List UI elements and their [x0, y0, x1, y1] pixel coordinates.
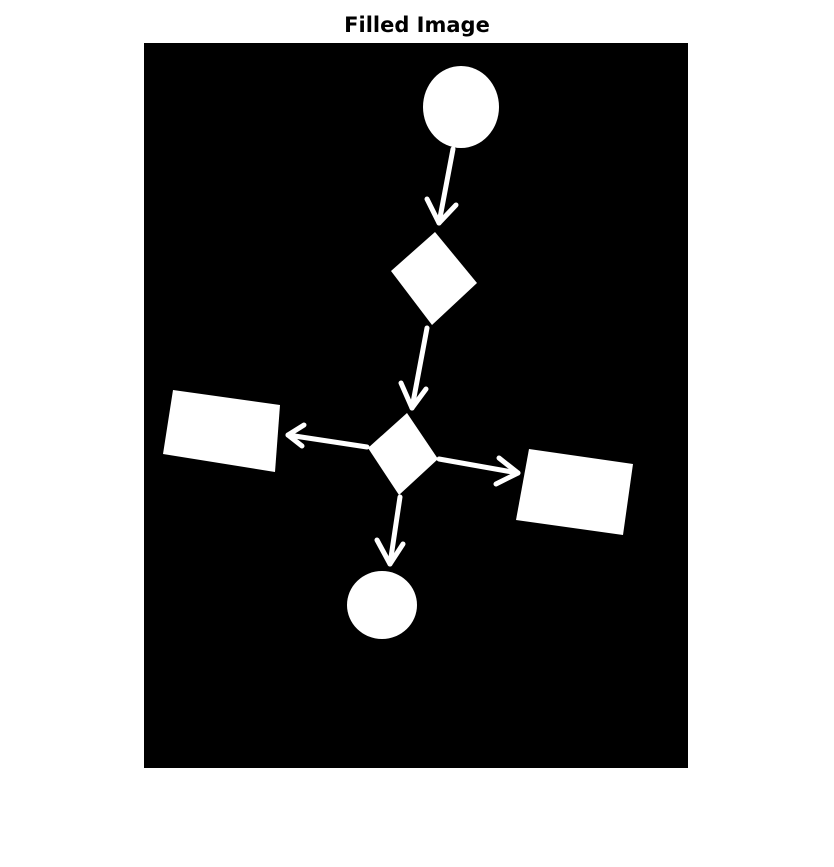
right-rectangle-node [516, 449, 633, 535]
upper-diamond-node [391, 232, 477, 325]
bottom-circle-node [347, 571, 417, 639]
filled-image-axes [144, 43, 688, 768]
left-rectangle-node [163, 390, 280, 472]
filled-image-canvas [144, 43, 688, 768]
arrow-center-diamond-to-bottom-circle [374, 494, 406, 567]
center-diamond-node [368, 413, 438, 495]
top-circle-node [423, 66, 499, 148]
arrow-center-diamond-to-left-rectangle [285, 422, 370, 450]
figure-title: Filled Image [344, 13, 490, 37]
arrow-center-diamond-to-right-rectangle [436, 455, 521, 487]
arrow-upper-diamond-to-center-diamond [398, 325, 430, 411]
arrow-top-circle-to-upper-diamond [424, 146, 459, 226]
